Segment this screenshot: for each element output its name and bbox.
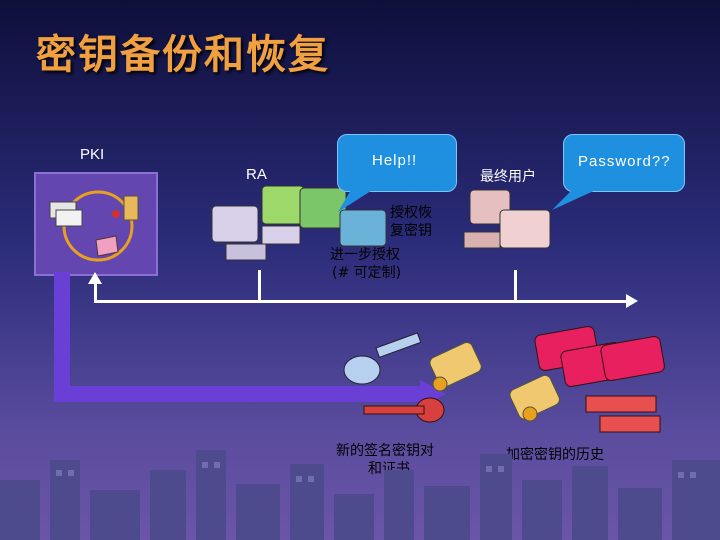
further-auth-label-1: 进一步授权 — [330, 246, 400, 264]
further-auth-label-2: (# 可定制) — [332, 264, 401, 282]
pki-label: PKI — [80, 146, 104, 163]
authorize-recover-label-1: 授权恢 — [390, 204, 432, 222]
password-bubble-text: Password?? — [578, 153, 671, 170]
connector-line — [94, 300, 630, 303]
authorize-recover-label-2: 复密钥 — [390, 222, 432, 240]
end-user-label: 最终用户 — [480, 166, 536, 186]
flow-arrow-horizontal — [54, 386, 424, 402]
ra-label: RA — [246, 166, 267, 183]
pki-cycle-icon — [36, 174, 156, 274]
pki-box — [34, 172, 158, 276]
connector-left-drop — [94, 280, 97, 303]
flow-arrow-vertical — [54, 272, 70, 402]
connector-user-drop — [514, 270, 517, 302]
page-title: 密钥备份和恢复 — [36, 22, 330, 80]
city-skyline-decoration — [0, 440, 720, 540]
connector-ra-drop — [258, 270, 261, 302]
help-bubble-text: Help!! — [372, 152, 417, 169]
